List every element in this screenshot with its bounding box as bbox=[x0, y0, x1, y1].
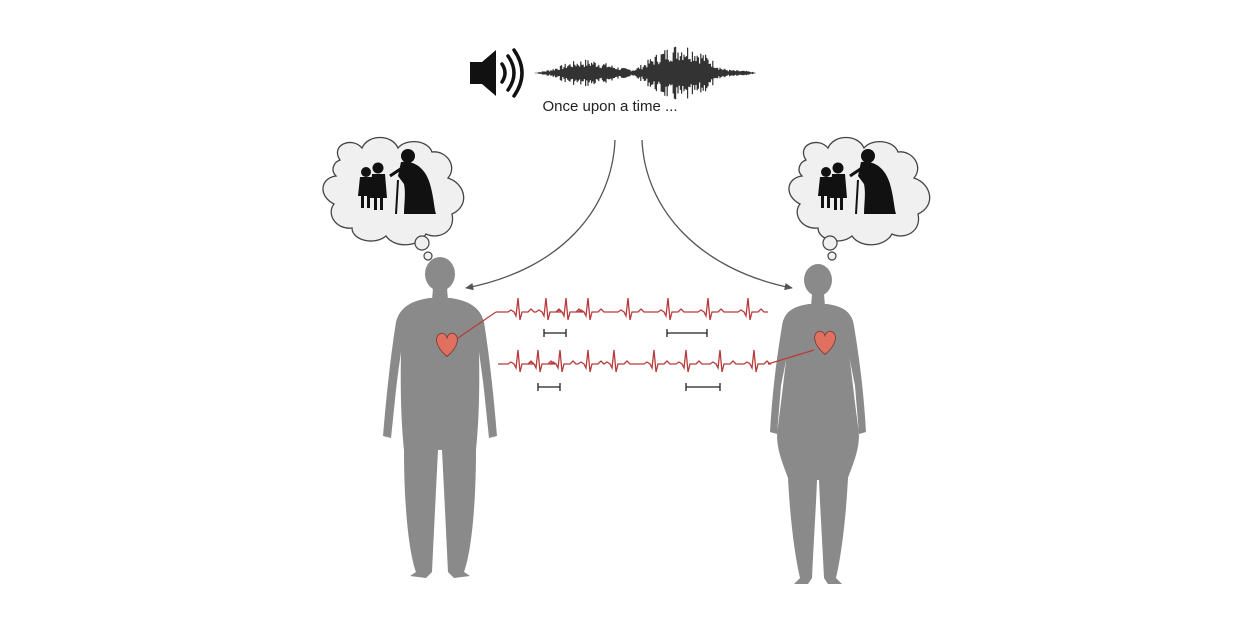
listener-male bbox=[383, 257, 497, 578]
speaker-icon bbox=[470, 48, 524, 98]
rr-interval-brackets bbox=[537, 329, 721, 391]
arrow-to-right-listener bbox=[641, 139, 793, 291]
thought-cloud-right bbox=[788, 136, 931, 261]
audio-waveform bbox=[534, 46, 756, 100]
story-caption: Once upon a time ... bbox=[542, 98, 678, 115]
arrow-to-left-listener bbox=[465, 139, 616, 291]
thought-cloud-left bbox=[322, 136, 465, 261]
ecg-trace-bottom bbox=[498, 349, 772, 373]
ecg-trace-top bbox=[496, 297, 768, 321]
listener-female bbox=[770, 264, 866, 584]
